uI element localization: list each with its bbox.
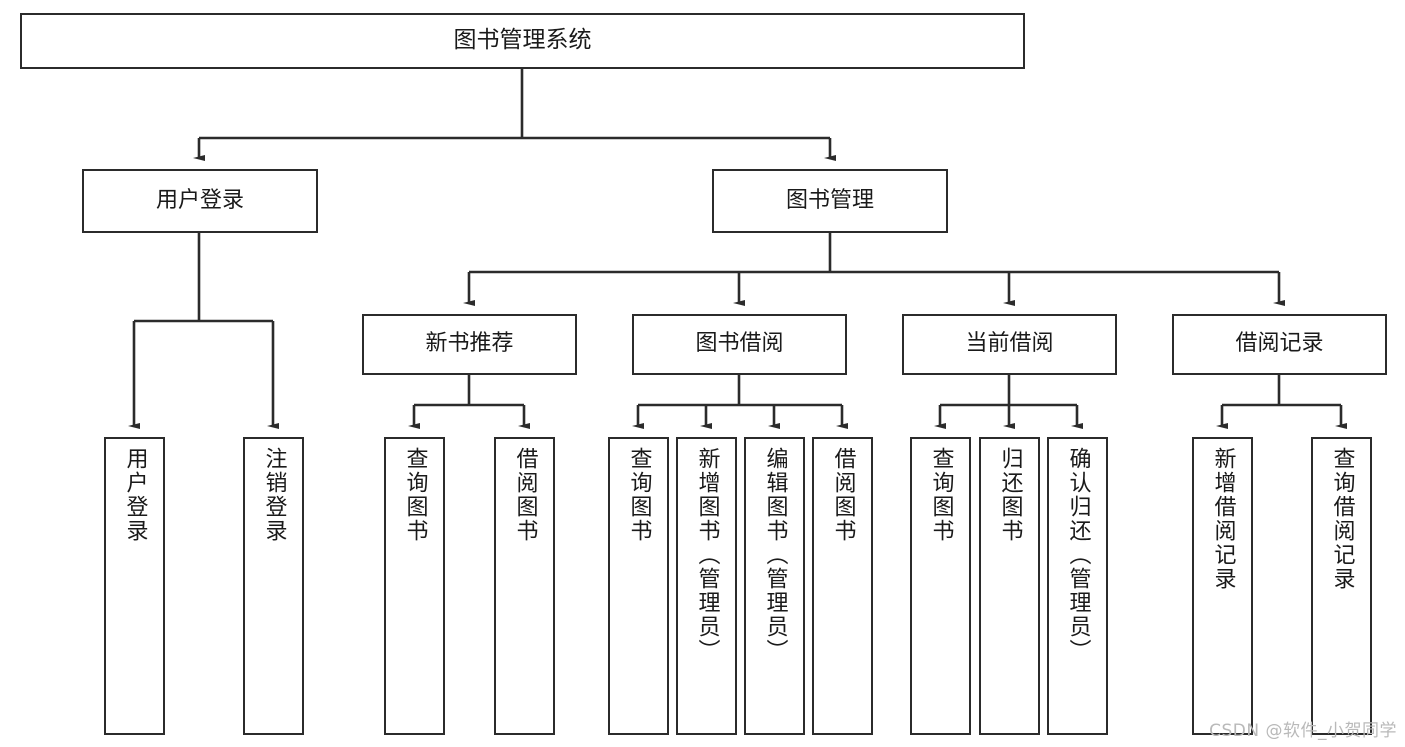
leaf-user-login[interactable]: 用户登录 — [104, 437, 165, 735]
node-label: 确认归还（管理员） — [1065, 447, 1091, 663]
node-label: 新增图书（管理员） — [694, 447, 720, 663]
leaf-query-borrow-record[interactable]: 查询借阅记录 — [1311, 437, 1372, 735]
node-book-borrow[interactable]: 图书借阅 — [632, 314, 847, 375]
node-book-management[interactable]: 图书管理 — [712, 169, 948, 233]
leaf-add-book-admin[interactable]: 新增图书（管理员） — [676, 437, 737, 735]
leaf-add-borrow-record[interactable]: 新增借阅记录 — [1192, 437, 1253, 735]
leaf-query-book-borrow[interactable]: 查询图书 — [608, 437, 669, 735]
node-label: 图书借阅 — [695, 331, 784, 357]
leaf-confirm-return-admin[interactable]: 确认归还（管理员） — [1047, 437, 1108, 735]
node-label: 用户登录 — [155, 187, 244, 213]
node-label: 查询图书 — [928, 447, 954, 543]
node-label: 查询图书 — [402, 447, 428, 543]
node-label: 借阅记录 — [1235, 331, 1324, 357]
node-label: 图书管理 — [785, 187, 874, 213]
node-label: 借阅图书 — [830, 447, 856, 543]
leaf-borrow-book[interactable]: 借阅图书 — [812, 437, 873, 735]
leaf-borrow-book-recommend[interactable]: 借阅图书 — [494, 437, 555, 735]
node-label: 用户登录 — [122, 447, 148, 543]
node-current-borrow[interactable]: 当前借阅 — [902, 314, 1117, 375]
node-borrow-record[interactable]: 借阅记录 — [1172, 314, 1387, 375]
leaf-query-book-recommend[interactable]: 查询图书 — [384, 437, 445, 735]
leaf-query-book-current[interactable]: 查询图书 — [910, 437, 971, 735]
node-label: 查询借阅记录 — [1329, 447, 1355, 591]
leaf-logout[interactable]: 注销登录 — [243, 437, 304, 735]
leaf-edit-book-admin[interactable]: 编辑图书（管理员） — [744, 437, 805, 735]
leaf-return-book[interactable]: 归还图书 — [979, 437, 1040, 735]
node-label: 当前借阅 — [965, 331, 1054, 357]
node-user-login[interactable]: 用户登录 — [82, 169, 318, 233]
node-label: 图书管理系统 — [453, 27, 592, 54]
node-label: 查询图书 — [626, 447, 652, 543]
node-label: 新增借阅记录 — [1210, 447, 1236, 591]
node-root-system[interactable]: 图书管理系统 — [20, 13, 1025, 69]
node-label: 编辑图书（管理员） — [762, 447, 788, 663]
node-new-book-recommend[interactable]: 新书推荐 — [362, 314, 577, 375]
node-label: 借阅图书 — [512, 447, 538, 543]
node-label: 归还图书 — [997, 447, 1023, 543]
watermark: CSDN @软件_小贺同学 — [1209, 721, 1397, 741]
node-label: 新书推荐 — [425, 331, 514, 357]
node-label: 注销登录 — [261, 447, 287, 543]
